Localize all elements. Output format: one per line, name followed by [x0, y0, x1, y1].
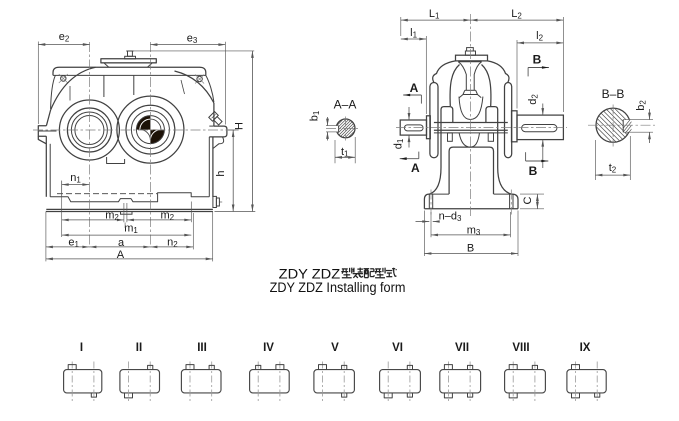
svg-text:VII: VII — [455, 342, 469, 354]
svg-text:B–B: B–B — [602, 87, 625, 101]
svg-text:H: H — [233, 122, 245, 130]
svg-text:B: B — [467, 242, 474, 254]
svg-text:V: V — [331, 342, 339, 354]
svg-text:VIII: VIII — [512, 342, 529, 354]
svg-text:A: A — [410, 81, 419, 95]
svg-text:A–A: A–A — [334, 97, 357, 111]
svg-text:a: a — [118, 237, 125, 249]
svg-text:ZDY ZDZ Installing form: ZDY ZDZ Installing form — [270, 280, 406, 296]
svg-text:IV: IV — [263, 342, 274, 354]
svg-text:h: h — [215, 170, 227, 176]
svg-text:B: B — [533, 53, 542, 67]
svg-text:C: C — [522, 196, 534, 204]
svg-text:III: III — [197, 342, 207, 354]
svg-text:IX: IX — [580, 342, 591, 354]
svg-text:VI: VI — [392, 342, 403, 354]
svg-text:A: A — [117, 249, 125, 261]
svg-text:I: I — [80, 342, 83, 354]
svg-text:A: A — [411, 161, 420, 175]
svg-text:B: B — [529, 164, 538, 178]
svg-text:II: II — [136, 342, 142, 354]
